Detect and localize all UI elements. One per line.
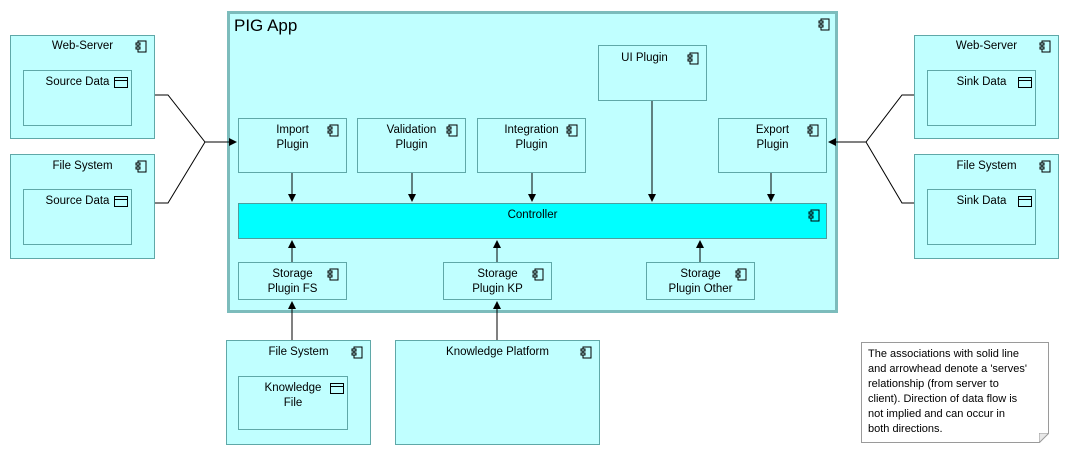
storage-plugin-kp-label: Storage Plugin KP	[472, 268, 523, 295]
right-sink-data-label-2: Sink Data	[956, 195, 1007, 207]
link-left-web-to-import	[155, 94, 237, 146]
pig-app-title: PIG App	[234, 16, 298, 35]
right-file-system-node[interactable]: File System Sink Data	[914, 154, 1059, 259]
note-fold-corner	[1039, 433, 1049, 443]
right-web-server-title: Web-Server	[955, 40, 1018, 52]
validation-plugin[interactable]: Validation Plugin	[357, 118, 466, 173]
link-right-fs-to-export	[865, 141, 914, 204]
bottom-file-system-node[interactable]: File System Knowledge File	[226, 340, 371, 445]
left-web-server-node[interactable]: Web-Server Source Data	[10, 35, 155, 139]
left-source-data-artifact-2[interactable]: Source Data	[23, 189, 132, 245]
integration-plugin[interactable]: Integration Plugin	[477, 118, 586, 173]
component-icon	[580, 346, 592, 359]
left-web-server-title: Web-Server	[51, 40, 114, 52]
storage-plugin-other-label: Storage Plugin Other	[668, 268, 733, 295]
component-icon	[135, 160, 147, 173]
storage-plugin-fs-label: Storage Plugin FS	[267, 268, 318, 295]
component-icon	[566, 124, 578, 137]
component-icon	[532, 268, 544, 281]
bottom-file-system-title: File System	[268, 346, 329, 358]
right-sink-data-artifact-2[interactable]: Sink Data	[927, 189, 1036, 245]
component-icon	[327, 124, 339, 137]
component-icon	[351, 346, 363, 359]
right-sink-data-artifact[interactable]: Sink Data	[927, 70, 1036, 126]
controller[interactable]: Controller	[238, 203, 827, 239]
left-file-system-node[interactable]: File System Source Data	[10, 154, 155, 259]
artifact-icon	[330, 383, 344, 394]
controller-label: Controller	[507, 209, 558, 221]
knowledge-platform-title: Knowledge Platform	[446, 346, 549, 358]
right-file-system-title: File System	[956, 160, 1017, 172]
component-icon	[808, 209, 820, 222]
left-source-data-label: Source Data	[45, 76, 110, 88]
component-icon	[735, 268, 747, 281]
artifact-icon	[114, 77, 128, 88]
artifact-icon	[114, 196, 128, 207]
legend-note: The associations with solid line and arr…	[861, 342, 1049, 443]
link-left-fs-to-import	[155, 141, 206, 204]
export-plugin[interactable]: Export Plugin	[718, 118, 827, 173]
left-file-system-title: File System	[52, 160, 113, 172]
component-icon	[135, 40, 147, 53]
export-plugin-label: Export Plugin	[755, 124, 790, 151]
artifact-icon	[1018, 77, 1032, 88]
storage-plugin-other[interactable]: Storage Plugin Other	[646, 262, 755, 300]
import-plugin[interactable]: Import Plugin	[238, 118, 347, 173]
storage-plugin-kp[interactable]: Storage Plugin KP	[443, 262, 552, 300]
component-icon	[1039, 160, 1051, 173]
knowledge-file-artifact[interactable]: Knowledge File	[238, 376, 348, 430]
knowledge-platform-node[interactable]: Knowledge Platform	[395, 340, 600, 445]
knowledge-file-label: Knowledge File	[264, 382, 322, 409]
component-icon	[1039, 40, 1051, 53]
validation-plugin-label: Validation Plugin	[386, 124, 437, 151]
storage-plugin-fs[interactable]: Storage Plugin FS	[238, 262, 347, 300]
component-icon	[818, 18, 830, 31]
component-icon	[687, 52, 699, 65]
left-source-data-label-2: Source Data	[45, 195, 110, 207]
integration-plugin-label: Integration Plugin	[504, 124, 559, 151]
right-web-server-node[interactable]: Web-Server Sink Data	[914, 35, 1059, 139]
ui-plugin[interactable]: UI Plugin	[598, 45, 707, 101]
import-plugin-label: Import Plugin	[276, 124, 309, 151]
component-icon	[446, 124, 458, 137]
artifact-icon	[1018, 196, 1032, 207]
link-right-web-to-export	[828, 94, 914, 146]
left-source-data-artifact[interactable]: Source Data	[23, 70, 132, 126]
component-icon	[327, 268, 339, 281]
right-sink-data-label: Sink Data	[956, 76, 1007, 88]
ui-plugin-label: UI Plugin	[621, 52, 668, 64]
component-icon	[807, 124, 819, 137]
